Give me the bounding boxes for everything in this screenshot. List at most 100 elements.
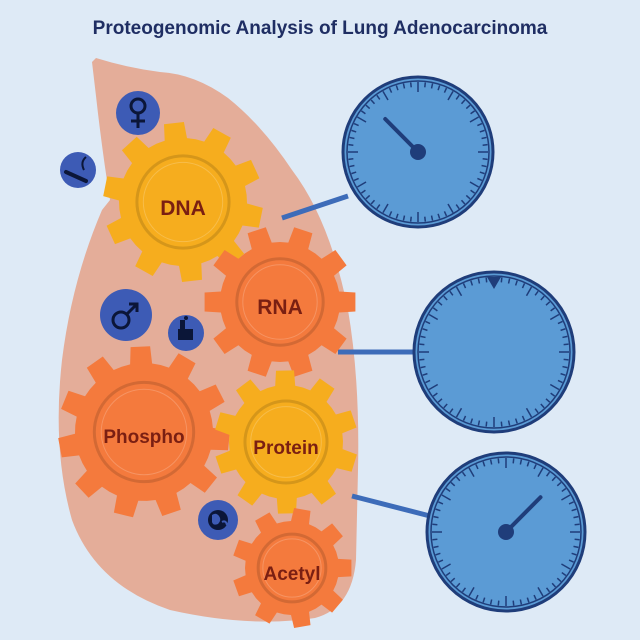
dial-tick: [432, 523, 438, 526]
gear-hub: [242, 264, 318, 340]
dial-tick: [545, 471, 551, 477]
dial-tick: [537, 587, 544, 597]
dial-tick: [447, 91, 454, 101]
dial-tick: [353, 122, 359, 127]
dial-tick: [432, 307, 438, 312]
dial-tick: [420, 365, 426, 369]
dial-tick: [557, 379, 563, 384]
dial-tick: [353, 177, 359, 182]
dial-tick: [422, 328, 428, 332]
acetyl-gear: [233, 508, 352, 628]
dial-tick: [357, 181, 367, 188]
dial-tick: [443, 87, 448, 93]
dial-tick: [376, 204, 381, 210]
dial-tick: [382, 203, 389, 213]
dial-tick: [438, 559, 444, 563]
dial-tick: [348, 158, 354, 161]
dial-tick: [562, 365, 568, 369]
dial-tick: [461, 471, 467, 477]
dial-tick: [549, 383, 560, 391]
dial-tick: [360, 110, 366, 115]
dial-tick: [514, 280, 518, 286]
dial-tick: [437, 85, 441, 91]
dial-tick: [351, 129, 357, 133]
dial-tick: [521, 415, 526, 421]
dna-gear-label: DNA: [160, 197, 206, 220]
dial-tick: [551, 582, 557, 588]
dial-tick: [537, 467, 544, 477]
dial-tick: [425, 320, 431, 325]
gear-ring: [135, 154, 231, 250]
dial-tick: [482, 143, 488, 146]
dial-tick: [482, 158, 488, 161]
dial-tick: [465, 194, 471, 200]
dial-tick: [382, 91, 389, 101]
dial-tick: [424, 82, 427, 88]
dial-tick: [441, 494, 451, 501]
dial-tick: [357, 116, 367, 123]
dial-tick: [449, 290, 454, 296]
dial-tick: [462, 415, 467, 421]
dial-tick: [545, 301, 551, 306]
dial-tick: [433, 545, 439, 549]
dial-tick: [489, 459, 493, 465]
dial-tick: [556, 577, 562, 583]
dial-tick: [445, 571, 451, 577]
dial-needle: [504, 495, 543, 534]
dial-tick: [561, 487, 567, 493]
dial-tick: [534, 408, 539, 414]
gear-ring: [243, 399, 329, 485]
dial-tick: [526, 461, 530, 467]
dial-tick: [465, 104, 471, 110]
dial-tick: [557, 320, 563, 325]
dial-tick: [512, 600, 515, 606]
dial-tick: [550, 392, 556, 397]
dial-tick: [462, 283, 467, 289]
protein-gear: [215, 370, 357, 514]
dial-tick: [360, 189, 366, 194]
dial-tick: [574, 523, 580, 526]
dial-tick: [549, 313, 560, 321]
top-dial: [341, 75, 495, 229]
gear-ring: [256, 532, 328, 604]
dial-tick: [402, 215, 406, 221]
dial-tick: [525, 407, 533, 418]
dial-tick: [534, 290, 539, 296]
dial-tick: [485, 277, 488, 283]
dial-tick: [422, 372, 428, 376]
dial-tick: [512, 458, 515, 464]
dial-tick: [571, 552, 577, 556]
dial-tick: [470, 418, 474, 424]
dial-tick: [573, 545, 579, 549]
dial-tick: [561, 563, 571, 570]
dial-tick: [545, 398, 551, 403]
dial-tick: [388, 211, 393, 217]
dial-tick: [419, 358, 425, 361]
connector-line: [351, 493, 431, 519]
dial-tick: [428, 313, 439, 321]
dial-tick: [479, 171, 485, 175]
dial-tick: [437, 398, 443, 403]
rna-gear: [204, 227, 356, 377]
dial-tick: [447, 203, 454, 213]
dial-tick: [428, 383, 439, 391]
dial-tick: [349, 164, 355, 168]
dial-tick: [574, 538, 580, 541]
dial-tick: [500, 421, 503, 427]
dial-tick: [433, 515, 439, 519]
dial-tick: [409, 216, 412, 222]
dial-tick: [545, 587, 551, 593]
dial-tick: [477, 122, 483, 127]
dial-tick: [560, 328, 566, 332]
phospho-gear: [58, 346, 231, 518]
dial-tick: [477, 177, 483, 182]
dial-tick: [561, 571, 567, 577]
dial-tick: [425, 379, 431, 384]
dial-tick: [533, 464, 537, 470]
dial-tick: [438, 501, 444, 505]
dial-tick: [556, 481, 562, 487]
dial-tick: [455, 476, 461, 482]
dial-tick: [469, 181, 479, 188]
middle-dial: [412, 270, 576, 434]
dial-tick: [470, 189, 476, 194]
